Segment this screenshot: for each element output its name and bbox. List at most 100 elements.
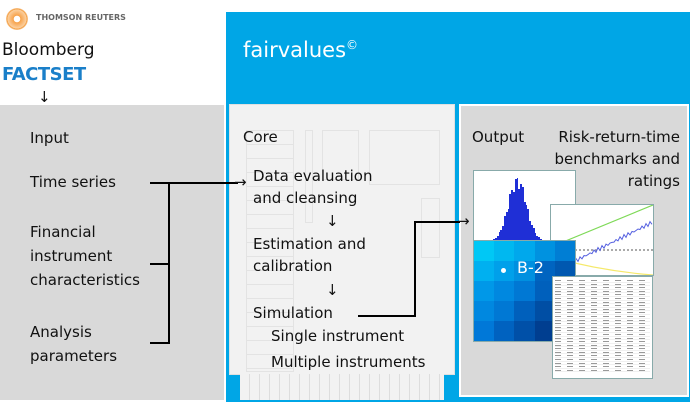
table-row [555, 300, 650, 305]
histogram-bar [498, 232, 501, 241]
rating-marker-icon [501, 268, 506, 273]
histogram-bar [538, 237, 540, 241]
histogram-bar [522, 187, 524, 241]
heatmap-cell [494, 281, 515, 301]
table-row [555, 325, 650, 330]
heatmap-cell [494, 301, 515, 321]
table-row [555, 279, 650, 283]
heatmap-cell [474, 321, 495, 341]
table-row [555, 340, 650, 344]
core-bottom-strip [240, 374, 444, 400]
table-row [555, 314, 650, 319]
heatmap-cell [534, 261, 555, 281]
histogram-bar [507, 208, 510, 241]
heatmap-cell [474, 241, 495, 261]
input-time-series: Time series [30, 173, 116, 191]
table-row [555, 350, 650, 355]
output-heading: Risk-return-time benchmarks and ratings [554, 128, 680, 190]
histogram-bar [496, 236, 499, 241]
table-row [555, 286, 650, 290]
table-row [555, 368, 650, 373]
histogram-bar [500, 229, 503, 241]
arrow-down-icon: ↓ [38, 88, 51, 106]
input-analysis-parameters: Analysis parameters [30, 323, 118, 365]
table-row [555, 296, 650, 301]
heatmap-cell [514, 261, 535, 281]
table-row [555, 343, 650, 348]
heatmap-cell [494, 321, 515, 341]
connector-line [150, 182, 170, 184]
connector-line [150, 263, 170, 265]
ratings-table-thumbnail [552, 276, 653, 379]
table-row [555, 354, 650, 359]
arrow-right-icon: → [457, 212, 470, 230]
heatmap-cell [494, 241, 515, 261]
core-title: Core [243, 128, 278, 146]
histogram-bar [534, 233, 537, 241]
heatmap-cell [514, 301, 535, 321]
table-row [555, 289, 650, 294]
heatmap-cell [474, 301, 495, 321]
connector-line [358, 315, 415, 317]
histogram-bar [493, 238, 495, 241]
output-title: Output [472, 128, 525, 146]
histogram-bar [511, 189, 513, 241]
table-row [555, 318, 650, 323]
heatmap-cell [474, 281, 495, 301]
heatmap-cell [514, 241, 535, 261]
table-row [555, 358, 650, 362]
histogram-bar [523, 202, 526, 241]
heatmap-cell [514, 321, 535, 341]
connector-line [414, 221, 416, 317]
heatmap-cell [554, 241, 575, 261]
connector-line [168, 182, 238, 184]
thomson-reuters-logo: THOMSON REUTERS [6, 8, 166, 30]
histogram-bar [518, 189, 521, 241]
core-step-data-evaluation: Data evaluation and cleansing [253, 167, 373, 207]
heatmap-cell [534, 241, 555, 261]
core-sub-single: Single instrument [271, 327, 405, 345]
histogram-bar [495, 237, 497, 241]
histogram-bar [513, 192, 515, 241]
histogram-bar [505, 212, 508, 241]
thomson-reuters-text: THOMSON REUTERS [36, 13, 126, 22]
histogram-bar [502, 225, 504, 241]
histogram-bar [527, 209, 530, 241]
histogram-bar [516, 178, 519, 241]
histogram-bar [504, 216, 506, 241]
table-row [555, 282, 650, 287]
heatmap-cell [534, 321, 555, 341]
histogram-bar [514, 179, 517, 241]
table-row [555, 304, 650, 308]
table-row [555, 336, 650, 341]
table-row [555, 307, 650, 312]
histogram-bar [520, 184, 522, 241]
connector-line [150, 342, 170, 344]
core-panel [229, 104, 455, 375]
table-row [555, 322, 650, 326]
input-financial-characteristics: Financial instrument characteristics [30, 223, 140, 289]
fairvalues-title: fairvalues© [243, 38, 359, 62]
arrow-right-icon: → [234, 173, 247, 191]
connector-line [168, 182, 170, 344]
table-row [555, 361, 650, 366]
factset-logo: FACTSET [2, 64, 86, 85]
core-step-estimation: Estimation and calibration [253, 235, 366, 275]
histogram-bar [536, 236, 539, 241]
histogram-bar [529, 220, 531, 241]
histogram-bar [509, 194, 512, 241]
table-row [555, 365, 650, 369]
thomson-reuters-sphere-icon [6, 8, 28, 30]
heatmap-cell [474, 261, 495, 281]
core-step-simulation: Simulation [253, 304, 333, 322]
heatmap-cell [534, 301, 555, 321]
input-panel [0, 105, 224, 400]
bloomberg-logo: Bloomberg [2, 40, 95, 60]
input-title: Input [30, 129, 69, 147]
histogram-bar [531, 224, 533, 241]
rating-label: B-2 [517, 258, 544, 277]
table-row [555, 332, 650, 337]
arrow-down-icon: ↓ [326, 212, 339, 230]
connector-line [414, 221, 460, 223]
arrow-down-icon: ↓ [326, 281, 339, 299]
